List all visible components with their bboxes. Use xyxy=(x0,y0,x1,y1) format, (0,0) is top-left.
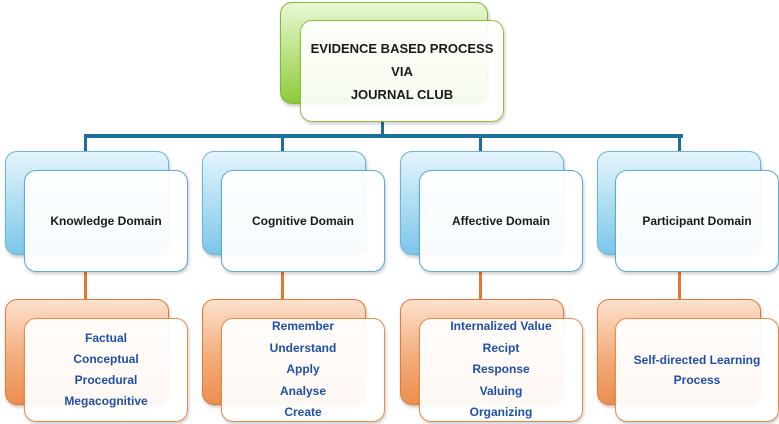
knowledge-items-node: Factual Conceptual Procedural Megacognit… xyxy=(24,318,188,422)
cognitive-domain-node: Cognitive Domain xyxy=(221,170,385,272)
cognitive-items-node: Remember Understand Apply Analyse Create xyxy=(221,318,385,422)
knowledge-item: Conceptual xyxy=(73,352,139,366)
participant-item: Self-directed Learning xyxy=(633,353,761,367)
affective-domain-node: Affective Domain xyxy=(419,170,583,272)
cognitive-item: Understand xyxy=(269,340,337,355)
knowledge-item: Megacognitive xyxy=(64,394,148,408)
affective-item: Internalized Value xyxy=(450,319,552,334)
root-title-line-3: JOURNAL CLUB xyxy=(350,86,454,102)
cognitive-item: Analyse xyxy=(279,383,327,398)
affective-items-node: Internalized Value Recipt Response Valui… xyxy=(419,318,583,422)
cognitive-to-leaf-connector xyxy=(281,271,284,301)
cognitive-item: Create xyxy=(284,405,322,420)
participant-to-leaf-connector xyxy=(678,271,681,301)
bus-to-cognitive-connector xyxy=(281,134,284,152)
root-title-line-1: EVIDENCE BASED PROCESS xyxy=(310,40,494,56)
affective-item: Recipt xyxy=(482,340,520,355)
affective-item: Response xyxy=(472,362,530,377)
cognitive-item: Apply xyxy=(286,362,320,377)
participant-domain-label: Participant Domain xyxy=(642,214,752,228)
participant-domain-node: Participant Domain xyxy=(615,170,779,272)
affective-item: Valuing xyxy=(479,383,523,398)
knowledge-item: Factual xyxy=(84,331,127,345)
root-title-line-2: VIA xyxy=(391,63,413,79)
cognitive-domain-label: Cognitive Domain xyxy=(251,214,354,228)
bus-to-knowledge-connector xyxy=(84,134,87,152)
cognitive-item: Remember xyxy=(271,319,335,334)
root-node: EVIDENCE BASED PROCESS VIA JOURNAL CLUB xyxy=(300,20,504,122)
root-to-bus-connector xyxy=(381,120,384,136)
bus-to-affective-connector xyxy=(479,134,482,152)
horizontal-bus-connector xyxy=(84,134,683,138)
affective-to-leaf-connector xyxy=(479,271,482,301)
knowledge-to-leaf-connector xyxy=(84,271,87,301)
knowledge-item: Procedural xyxy=(74,373,138,387)
affective-domain-label: Affective Domain xyxy=(451,214,551,228)
bus-to-participant-connector xyxy=(678,134,681,152)
participant-item: Process xyxy=(673,373,721,387)
knowledge-domain-node: Knowledge Domain xyxy=(24,170,188,272)
affective-item: Organizing xyxy=(469,405,533,420)
participant-items-node: Self-directed Learning Process xyxy=(615,318,779,422)
knowledge-domain-label: Knowledge Domain xyxy=(50,214,162,228)
